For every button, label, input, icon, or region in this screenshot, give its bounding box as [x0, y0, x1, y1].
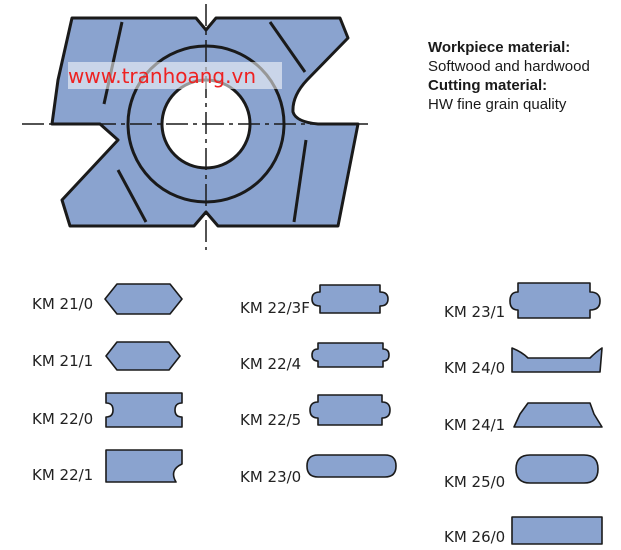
profile-label: KM 25/0	[444, 473, 506, 491]
profile-label: KM 22/3F	[240, 299, 310, 317]
profile-label: KM 21/1	[32, 352, 94, 370]
profile-shape-km-21-0	[104, 283, 183, 315]
cutting-heading: Cutting material:	[428, 77, 548, 94]
profile-label: KM 24/0	[444, 359, 506, 377]
profile-shape-km-22-0	[105, 392, 183, 428]
profile-shape-km-26-0	[511, 516, 603, 545]
blade-seat-line	[268, 21, 307, 73]
profile-shape-km-22-3f	[311, 284, 389, 314]
profile-shape-km-23-0	[306, 454, 397, 478]
profile-shape-km-23-1	[509, 282, 601, 319]
profile-label: KM 23/0	[240, 468, 302, 486]
profile-shape-km-25-0	[515, 454, 599, 484]
profile-label: KM 21/0	[32, 295, 94, 313]
profile-label: KM 22/4	[240, 355, 302, 373]
profile-shape-km-22-4	[311, 342, 390, 368]
profile-shape-km-24-1	[513, 402, 603, 428]
profile-label: KM 26/0	[444, 528, 506, 546]
profile-label: KM 24/1	[444, 416, 506, 434]
profile-shape-km-22-1	[105, 449, 183, 483]
watermark-text: www.tranhoang.vn	[68, 64, 256, 88]
profile-label: KM 22/5	[240, 411, 302, 429]
workpiece-heading: Workpiece material:	[428, 39, 571, 56]
profile-shape-km-22-5	[309, 394, 391, 426]
blade-seat-line	[292, 139, 308, 223]
blade-seat-line	[116, 169, 148, 223]
workpiece-value: Softwood and hardwood	[428, 58, 590, 75]
profile-label: KM 23/1	[444, 303, 506, 321]
cutting-value: HW fine grain quality	[428, 96, 567, 113]
profile-label: KM 22/1	[32, 466, 94, 484]
watermark: www.tranhoang.vn	[68, 62, 282, 89]
profile-shape-km-21-1	[105, 341, 181, 371]
profile-label: KM 22/0	[32, 410, 94, 428]
profile-shape-km-24-0	[511, 347, 603, 373]
